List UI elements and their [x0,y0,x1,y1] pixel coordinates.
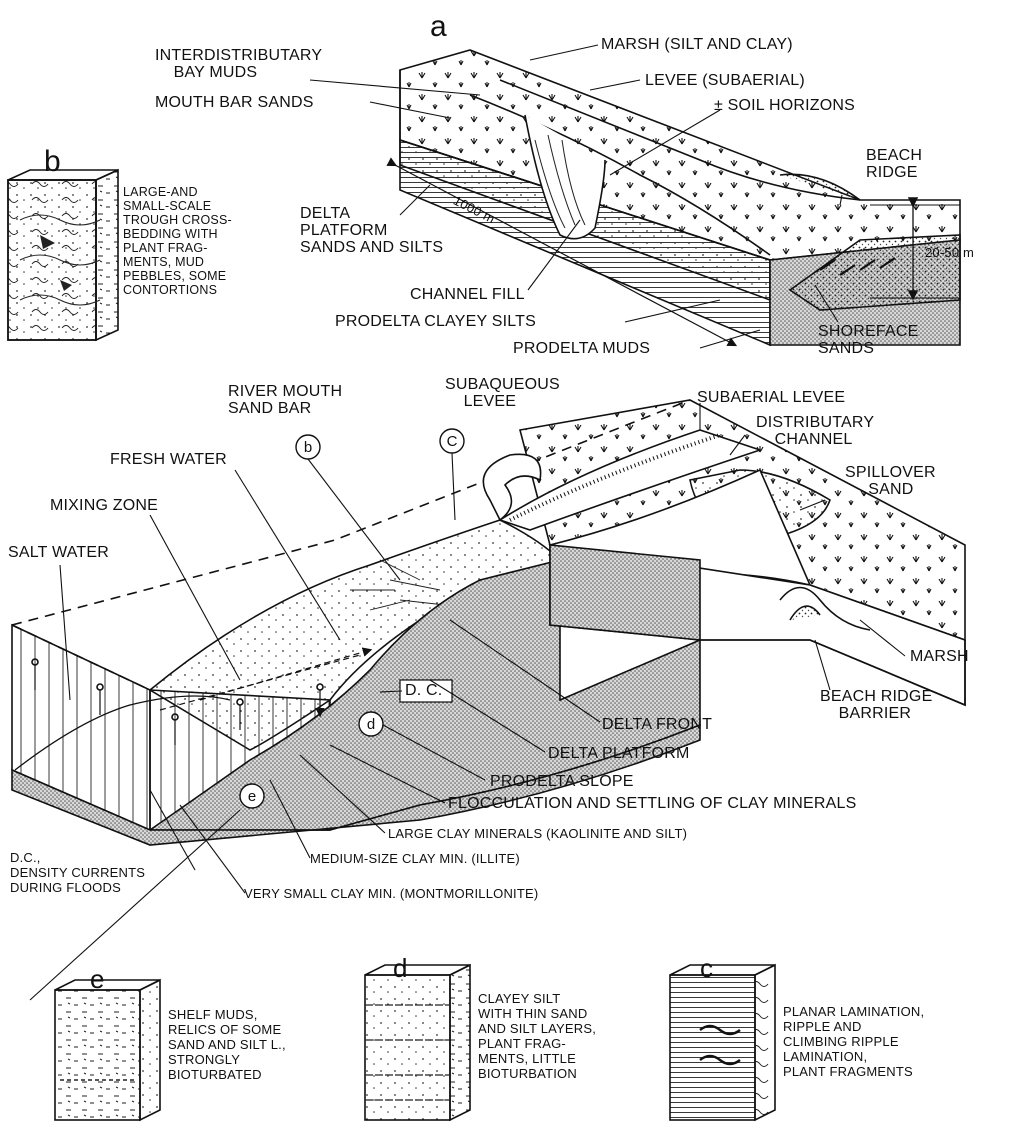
label-very-small-clay-minerals: VERY SMALL CLAY MIN. (MONTMORILLONITE) [244,886,539,901]
label-distributary-channel: DISTRIBUTARY CHANNEL [756,414,875,448]
marker-b: b [303,439,313,456]
panel-letter-b: b [44,145,61,178]
label-channel-fill: CHANNEL FILL [410,286,525,303]
label-thickness: 20-50 m [925,245,975,260]
label-salt-water: SALT WATER [8,544,109,561]
label-prodelta-muds: PRODELTA MUDS [513,340,651,357]
panel-letter-d: d [393,953,408,983]
label-prodelta-slope: PRODELTA SLOPE [490,773,634,790]
panel-letter-c: c [700,953,714,983]
label-marsh-silt-clay: MARSH (SILT AND CLAY) [601,36,793,53]
label-beach-ridge: BEACH RIDGE [866,147,923,181]
label-levee-subaerial: LEVEE (SUBAERIAL) [645,72,805,89]
column-c-drawing [669,963,776,1122]
label-subaqueous-levee: SUBAQUEOUS LEVEE [445,376,560,410]
label-density-currents: D.C., DENSITY CURRENTS DURING FLOODS [10,850,146,895]
label-interdistributary-bay-muds: INTERDISTRIBUTARY BAY MUDS [155,47,323,81]
label-soil-horizons: ± SOIL HORIZONS [714,97,855,114]
label-fresh-water: FRESH WATER [110,451,227,468]
label-prodelta-clayey-silts: PRODELTA CLAYEY SILTS [335,313,537,330]
label-medium-clay-minerals: MEDIUM-SIZE CLAY MIN. (ILLITE) [310,851,520,866]
column-d-drawing [364,963,471,1122]
upper-leader-lines [309,44,843,349]
label-mixing-zone: MIXING ZONE [50,497,158,514]
label-delta-platform: DELTA PLATFORM [548,745,690,762]
marker-c: C [446,433,458,450]
column-c-description: PLANAR LAMINATION, RIPPLE AND CLIMBING R… [783,1004,925,1079]
label-flocculation: FLOCCULATION AND SETTLING OF CLAY MINERA… [448,795,857,812]
label-mouth-bar-sands: MOUTH BAR SANDS [155,94,314,111]
label-dc-marker: D. C. [405,682,443,699]
marker-e: e [247,788,257,805]
panel-letter-e: e [90,964,105,994]
lower-markers [239,428,465,809]
upper-block [386,49,961,347]
label-beach-ridge-barrier: BEACH RIDGE BARRIER [820,688,933,722]
lower-block [11,399,966,846]
label-spillover-sand: SPILLOVER SAND [845,464,936,498]
lower-leader-lines [29,403,906,1001]
label-river-mouth-sand-bar: RIVER MOUTH SAND BAR [228,383,343,417]
marker-d: d [366,716,376,733]
column-d-description: CLAYEY SILT WITH THIN SAND AND SILT LAYE… [478,991,597,1081]
label-delta-front: DELTA FRONT [602,716,713,733]
label-subaerial-levee: SUBAERIAL LEVEE [697,389,846,406]
column-e-description: SHELF MUDS, RELICS OF SOME SAND AND SILT… [168,1007,286,1082]
label-delta-platform-sands-silts: DELTA PLATFORM SANDS AND SILTS [300,205,444,256]
column-b-drawing [7,168,119,342]
label-large-clay-minerals: LARGE CLAY MINERALS (KAOLINITE AND SILT) [388,826,688,841]
column-e-drawing [54,978,161,1122]
panel-letter-a: a [430,10,447,43]
label-marsh: MARSH [910,648,969,665]
label-shoreface-sands: SHOREFACE SANDS [818,323,919,357]
column-b-description: LARGE-AND SMALL-SCALE TROUGH CROSS- BEDD… [123,185,232,297]
